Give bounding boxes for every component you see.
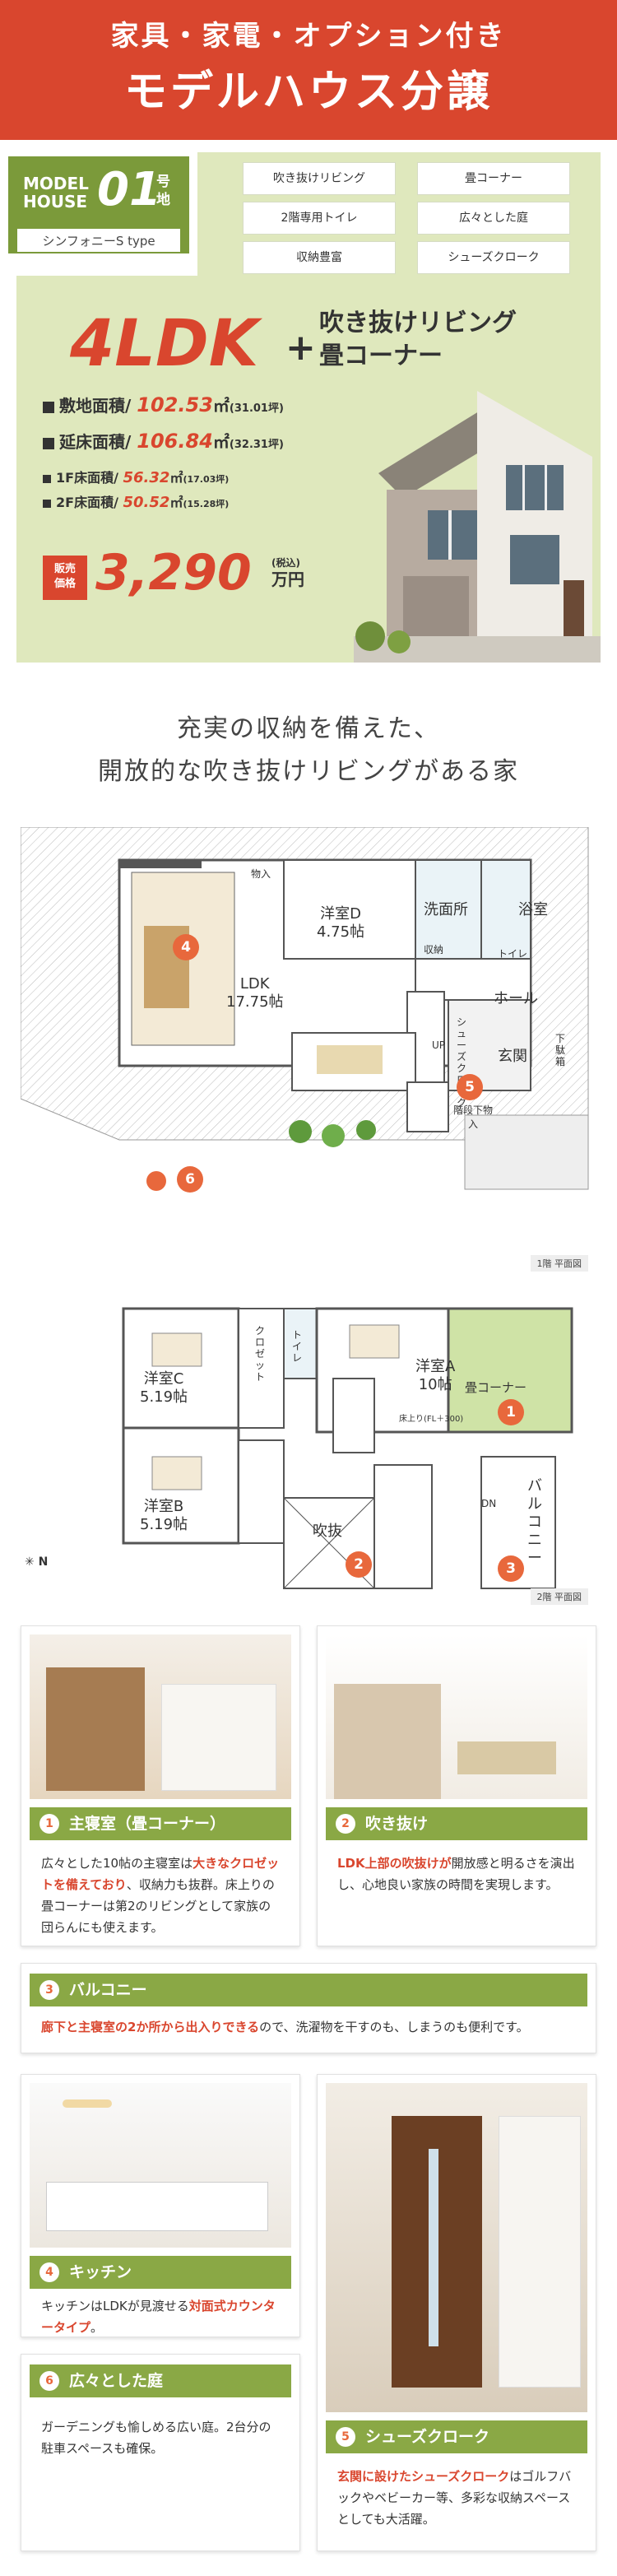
tagline-line1: 充実の収納を備えた、 — [177, 714, 440, 743]
card-title: 吹き抜け — [365, 1815, 429, 1833]
card-desc: 廊下と主寝室の2か所から出入りできるので、洗濯物を干すのも、しまうのも便利です。 — [41, 2020, 529, 2034]
card-photo — [326, 1634, 587, 1799]
model-number: 01 — [97, 163, 161, 216]
card-number: 6 — [39, 2371, 59, 2391]
card-photo — [30, 2083, 291, 2248]
feature-card: 2 吹き抜け LDK上部の吹抜けが開放感と明るさを演出し、心地良い家族の時間を実現… — [317, 1625, 596, 1946]
marker-3: 3 — [498, 1555, 524, 1582]
spec-floor: 延床面積/ 106.84㎡(32.31坪) — [43, 429, 284, 453]
marker-5: 5 — [457, 1074, 483, 1100]
label-balcony: バルコニー — [527, 1477, 542, 1567]
label-closet: 収納 — [424, 944, 444, 956]
label-dn: DN — [481, 1498, 497, 1509]
label-bath: 浴室 — [518, 901, 548, 918]
label-storage: 物入 — [251, 868, 271, 880]
label-toilet-2f: トイレ — [292, 1329, 303, 1364]
feature-tag: 2階専用トイレ — [243, 202, 396, 235]
label-toilet: トイレ — [498, 948, 528, 960]
card-desc: LDK上部の吹抜けが開放感と明るさを演出し、心地良い家族の時間を実現します。 — [337, 1856, 575, 1892]
layout-plus: + — [285, 327, 316, 369]
model-suffix: 号地 — [156, 174, 170, 208]
feature-card: 3 バルコニー 廊下と主寝室の2か所から出入りできるので、洗濯物を干すのも、しまう… — [21, 1963, 596, 2053]
marker-6: 6 — [177, 1166, 203, 1193]
plan2-caption: 2階 平面図 — [530, 1588, 588, 1605]
card-title-bar: 5 シューズクローク — [326, 2420, 587, 2453]
label-wash: 洗面所 — [424, 901, 468, 918]
marker-1: 1 — [498, 1399, 524, 1425]
card-number: 4 — [39, 2262, 59, 2282]
card-title-bar: 4 キッチン — [30, 2256, 291, 2289]
feature-tag: 畳コーナー — [417, 162, 570, 195]
label-closet-2f: クロゼット — [255, 1325, 266, 1383]
card-desc: キッチンはLDKが見渡せる対面式カウンタータイプ。 — [41, 2299, 276, 2335]
tagline-line2: 開放的な吹き抜けリビングがある家 — [98, 757, 519, 786]
label-under-stair: 階段下物入 — [452, 1104, 493, 1130]
layout-sub: 吹き抜けリビング畳コーナー — [319, 309, 517, 370]
label-shoe-rack: 下駄箱 — [555, 1033, 566, 1067]
floor-plan-1f-drawing — [21, 827, 589, 1191]
plan1-caption: 1階 平面図 — [530, 1255, 588, 1272]
marker-2: 2 — [346, 1551, 372, 1578]
feature-card: 5 シューズクローク 玄関に設けたシューズクロークはゴルフバックやベビーカー等、多… — [317, 2074, 596, 2551]
card-title-bar: 3 バルコニー — [30, 1974, 587, 2006]
spec-1f: 1F床面積/ 56.32㎡(17.03坪) — [43, 467, 229, 486]
compass-icon: ✳ N — [25, 1555, 49, 1569]
label-tatami: 畳コーナー — [465, 1380, 527, 1395]
card-title-bar: 6 広々とした庭 — [30, 2364, 291, 2397]
price-unit: (税込)万円 — [271, 557, 304, 589]
header-line2: モデルハウス分譲 — [123, 67, 493, 117]
label-void: 吹抜 — [313, 1523, 342, 1540]
spec-2f: 2F床面積/ 50.52㎡(15.28坪) — [43, 491, 229, 511]
header-banner: 家具・家電・オプション付き モデルハウス分譲 — [0, 0, 617, 140]
card-title-bar: 2 吹き抜け — [326, 1807, 587, 1840]
tagline: 充実の収納を備えた、 開放的な吹き抜けリビングがある家 — [0, 708, 617, 793]
label-up: UP — [432, 1039, 446, 1051]
feature-card: 6 広々とした庭 ガーデニングも愉しめる広い庭。2台分の駐車スペースも確保。 — [21, 2354, 300, 2551]
card-desc: 玄関に設けたシューズクロークはゴルフバックやベビーカー等、多彩な収納スペースとし… — [337, 2469, 572, 2527]
marker-4: 4 — [173, 934, 199, 960]
feature-tag: 収納豊富 — [243, 241, 396, 274]
layout-type: 4LDK — [70, 307, 259, 381]
feature-tag: シューズクローク — [417, 241, 570, 274]
card-desc: 広々とした10帖の主寝室は大きなクロゼットを備えており、収納力も抜群。床上りの畳… — [41, 1856, 280, 1935]
feature-tag: 広々とした庭 — [417, 202, 570, 235]
card-number: 5 — [336, 2427, 355, 2447]
card-number: 1 — [39, 1814, 59, 1834]
spec-land: 敷地面積/ 102.53㎡(31.01坪) — [43, 393, 284, 416]
price-value: 3,290 — [95, 544, 252, 602]
card-title-bar: 1 主寝室（畳コーナー） — [30, 1807, 291, 1840]
label-hall: ホール — [494, 990, 538, 1007]
header-line1: 家具・家電・オプション付き — [110, 20, 507, 53]
card-title: 広々とした庭 — [69, 2372, 164, 2390]
card-title: 主寝室（畳コーナー） — [69, 1815, 226, 1833]
card-number: 3 — [39, 1980, 59, 2000]
feature-card: 1 主寝室（畳コーナー） 広々とした10帖の主寝室は大きなクロゼットを備えており、… — [21, 1625, 300, 1946]
feature-tag: 吹き抜けリビング — [243, 162, 396, 195]
card-desc: ガーデニングも愉しめる広い庭。2台分の駐車スペースも確保。 — [41, 2420, 271, 2456]
card-photo — [326, 2083, 587, 2412]
floor-plan-2f-drawing — [122, 1307, 573, 1589]
feature-card: 4 キッチン キッチンはLDKが見渡せる対面式カウンタータイプ。 — [21, 2074, 300, 2337]
card-title: シューズクローク — [365, 2428, 490, 2446]
price-label: 販売価格 — [43, 556, 87, 600]
label-floor-note: 床上り(FL＋300) — [399, 1415, 464, 1424]
label-entrance: 玄関 — [498, 1048, 527, 1065]
model-type: シンフォニーS type — [16, 228, 181, 253]
card-title: バルコニー — [69, 1981, 147, 1999]
card-number: 2 — [336, 1814, 355, 1834]
card-title: キッチン — [69, 2263, 132, 2281]
card-photo — [30, 1634, 291, 1799]
house-photo — [354, 374, 601, 663]
